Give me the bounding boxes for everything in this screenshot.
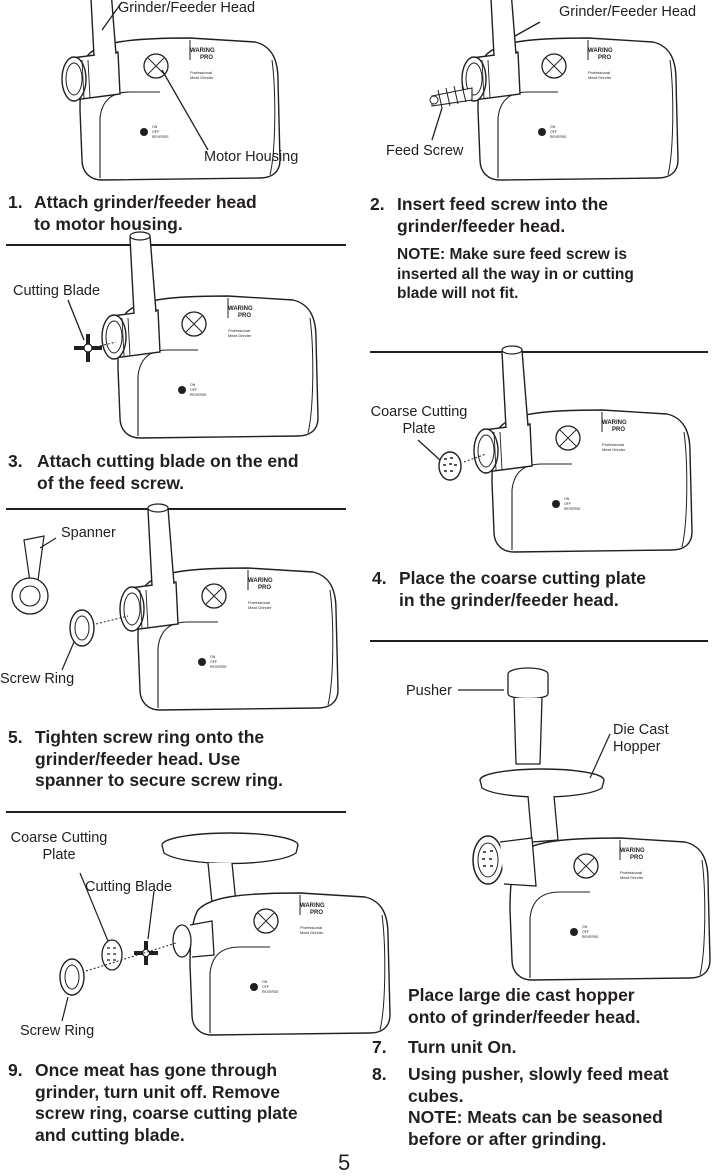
label-feed-screw: Feed Screw <box>386 143 464 159</box>
divider <box>6 508 346 510</box>
step-text-line: onto of grinder/feeder head. <box>408 1006 641 1027</box>
step-text-line: Tighten screw ring onto the <box>35 727 265 747</box>
illustration-step-3 <box>67 231 319 439</box>
label-grinder-feeder-head: Grinder/Feeder Head <box>118 0 256 16</box>
label-spanner: Spanner <box>61 525 116 541</box>
step-text-line: cubes. <box>408 1085 464 1106</box>
divider <box>6 811 346 813</box>
step-text-line: to motor housing. <box>34 213 183 234</box>
step-text-line: Attach grinder/feeder head <box>34 192 257 212</box>
note-line: NOTE: Make sure feed screw is <box>397 246 628 263</box>
step-text-line: Place the coarse cutting plate <box>399 568 647 588</box>
label-screw-ring: Screw Ring <box>20 1023 95 1039</box>
step-text-line: Turn unit On. <box>408 1037 517 1057</box>
step-text-line: spanner to secure screw ring. <box>35 770 284 790</box>
step-number: 3. <box>8 451 23 471</box>
divider <box>370 351 708 353</box>
step-text-line: NOTE: Meats can be seasoned <box>408 1107 663 1127</box>
step-text-line: Using pusher, slowly feed meat <box>408 1064 669 1084</box>
label-grinder-feeder-head: Grinder/Feeder Head <box>559 4 697 20</box>
step-text-line: of the feed screw. <box>37 472 185 493</box>
step-text-line: grinder/feeder head. Use <box>35 748 241 769</box>
illustration-step-5 <box>11 503 339 711</box>
step-text-line: in the grinder/feeder head. <box>399 589 619 610</box>
step-number: 2. <box>370 194 385 214</box>
illustration-step-2 <box>429 0 679 181</box>
page-number: 5 <box>338 1150 351 1175</box>
label-die-cast-hopper: Die Cast Hopper <box>613 722 669 756</box>
label-coarse-cutting-plate: Coarse Cutting Plate <box>363 404 475 438</box>
illustration-step-9 <box>59 832 391 1036</box>
divider <box>370 640 708 642</box>
step-number: 7. <box>372 1037 387 1057</box>
label-pusher: Pusher <box>406 683 452 699</box>
illustration-step-1 <box>61 0 281 181</box>
step-text-line: Once meat has gone through <box>35 1060 278 1080</box>
label-line: Coarse Cutting <box>10 830 108 846</box>
label-motor-housing: Motor Housing <box>204 149 299 165</box>
label-cutting-blade: Cutting Blade <box>13 283 101 299</box>
label-line: Hopper <box>613 739 661 755</box>
label-coarse-cutting-plate: Coarse Cutting Plate <box>3 830 115 864</box>
step-number: 5. <box>8 727 23 747</box>
step-number: 1. <box>8 192 23 212</box>
step-text-line: before or after grinding. <box>408 1128 607 1149</box>
note-line: blade will not fit. <box>397 285 519 302</box>
step-text-line: grinder/feeder head. <box>397 215 566 236</box>
note-line: inserted all the way in or cutting <box>397 265 634 283</box>
step-number: 9. <box>8 1060 23 1080</box>
divider <box>6 244 346 246</box>
step-text-line: screw ring, coarse cutting plate <box>35 1103 298 1123</box>
step-number: 8. <box>372 1064 387 1084</box>
step-text-line: grinder, turn unit off. Remove <box>35 1081 281 1102</box>
step-2-note: NOTE: Make sure feed screw is inserted a… <box>397 245 634 304</box>
step-text-line: Attach cutting blade on the end <box>37 451 299 471</box>
label-screw-ring: Screw Ring <box>0 671 75 687</box>
label-line: Coarse Cutting <box>370 404 468 420</box>
label-line: Plate <box>402 421 436 437</box>
label-line: Plate <box>42 847 76 863</box>
step-text-line: Insert feed screw into the <box>397 194 609 214</box>
step-text-line: and cutting blade. <box>35 1124 185 1145</box>
label-line: Die Cast <box>613 722 669 738</box>
step-text-line: Place large die cast hopper <box>408 985 635 1005</box>
label-cutting-blade: Cutting Blade <box>85 879 173 895</box>
illustration-step-4 <box>417 345 693 553</box>
illustration-step-6 <box>458 667 711 981</box>
step-number: 4. <box>372 568 387 588</box>
